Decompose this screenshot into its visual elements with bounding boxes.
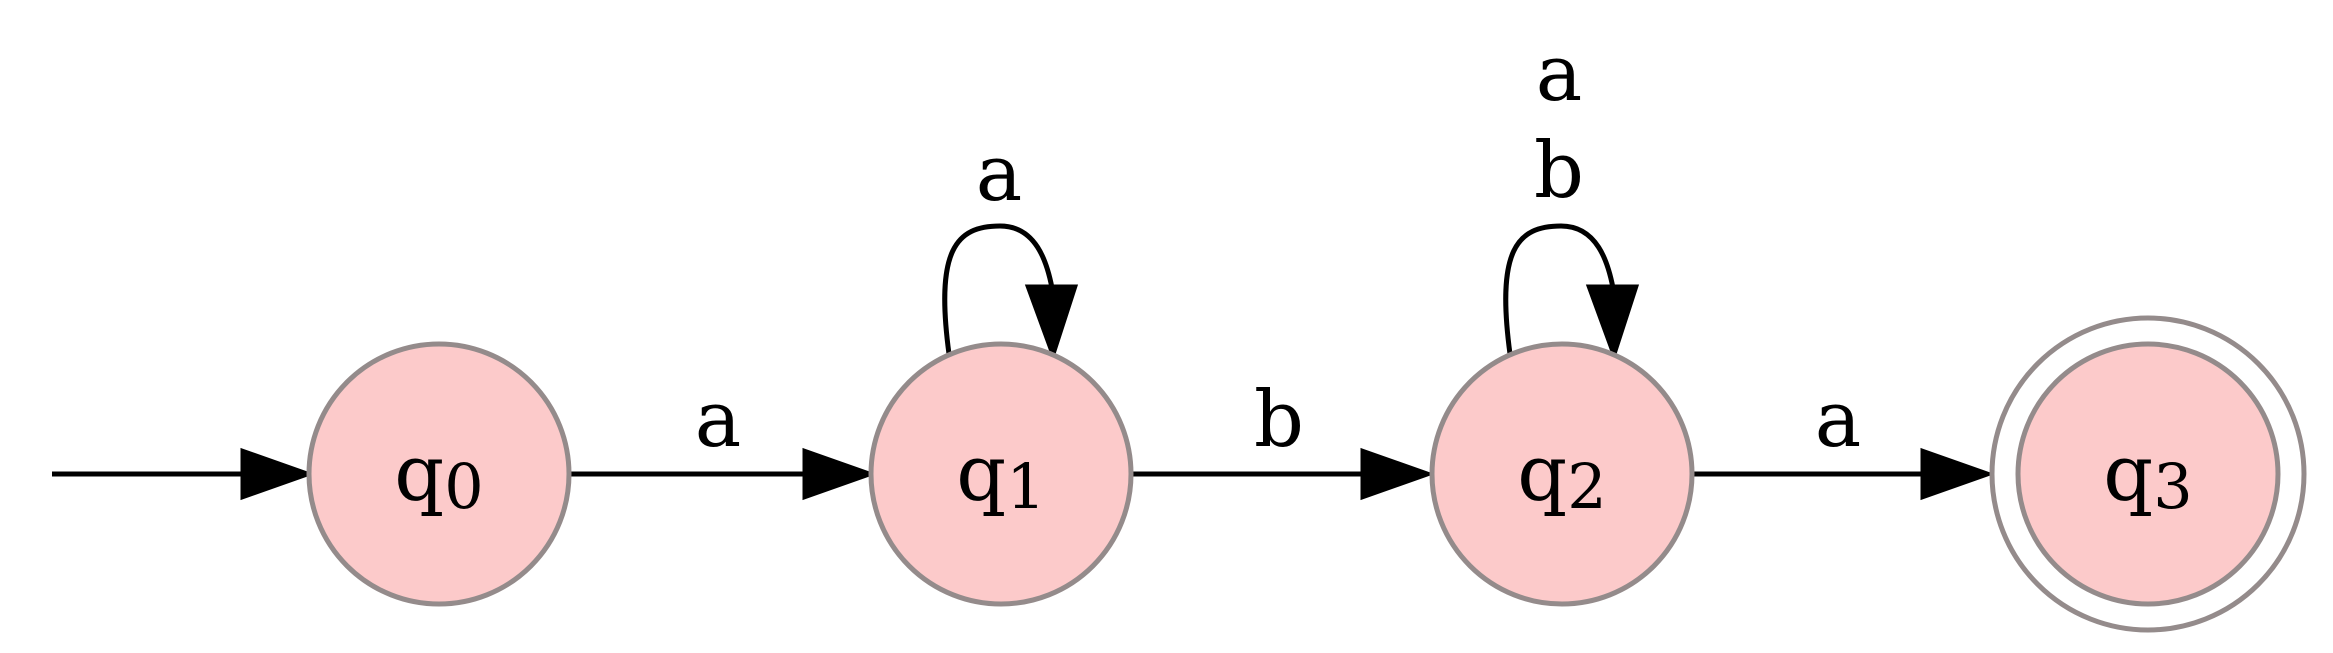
- edge-label-q2-q3: a: [1815, 375, 1862, 465]
- state-q1-sub: 1: [1006, 450, 1045, 523]
- state-q0-label: q0: [394, 429, 483, 523]
- state-q1-base: q: [956, 429, 1006, 519]
- state-q1-circle: [868, 341, 1134, 607]
- state-q3: q3: [1989, 315, 2307, 633]
- loop-q1-arrowhead: [1024, 284, 1079, 362]
- state-q1-label: q1: [956, 429, 1045, 523]
- edge-q2-q3-arrowhead: [1920, 447, 1995, 501]
- state-q3-outer-ring: [1989, 315, 2307, 633]
- state-q3-sub: 3: [2153, 450, 2192, 523]
- edge-label-q1-q2: b: [1254, 375, 1304, 465]
- start-arrow: [52, 447, 315, 501]
- edge-q2-q3: a: [1693, 375, 1995, 501]
- edge-q0-q1: a: [571, 375, 877, 501]
- state-q2-sub: 2: [1567, 450, 1606, 523]
- state-q0-sub: 0: [444, 450, 483, 523]
- edge-label-q2-q2-a: a: [1536, 29, 1583, 119]
- loop-q1: a: [942, 129, 1079, 362]
- edge-label-q1-q1: a: [976, 129, 1023, 219]
- loop-q2: b a: [1503, 29, 1640, 362]
- edge-q1-q2: b: [1133, 375, 1435, 501]
- state-q0-base: q: [394, 429, 444, 519]
- edge-label-q2-q2-b: b: [1534, 126, 1584, 216]
- state-q2-label: q2: [1517, 429, 1606, 523]
- state-q3-circle: [2015, 341, 2281, 607]
- state-q2-circle: [1429, 341, 1695, 607]
- state-q2-base: q: [1517, 429, 1567, 519]
- start-arrowhead: [240, 447, 315, 501]
- state-q3-base: q: [2103, 429, 2153, 519]
- loop-q2-arrowhead: [1585, 284, 1640, 362]
- state-q3-label: q3: [2103, 429, 2192, 523]
- loop-q2-path: [1503, 223, 1616, 355]
- edge-q0-q1-arrowhead: [802, 447, 877, 501]
- loop-q1-path: [942, 223, 1055, 355]
- edge-label-q0-q1: a: [695, 375, 742, 465]
- edge-q1-q2-arrowhead: [1360, 447, 1435, 501]
- state-q0-circle: [306, 341, 572, 607]
- state-q1: q1: [868, 341, 1134, 607]
- state-q0: q0: [306, 341, 572, 607]
- state-q2: q2: [1429, 341, 1695, 607]
